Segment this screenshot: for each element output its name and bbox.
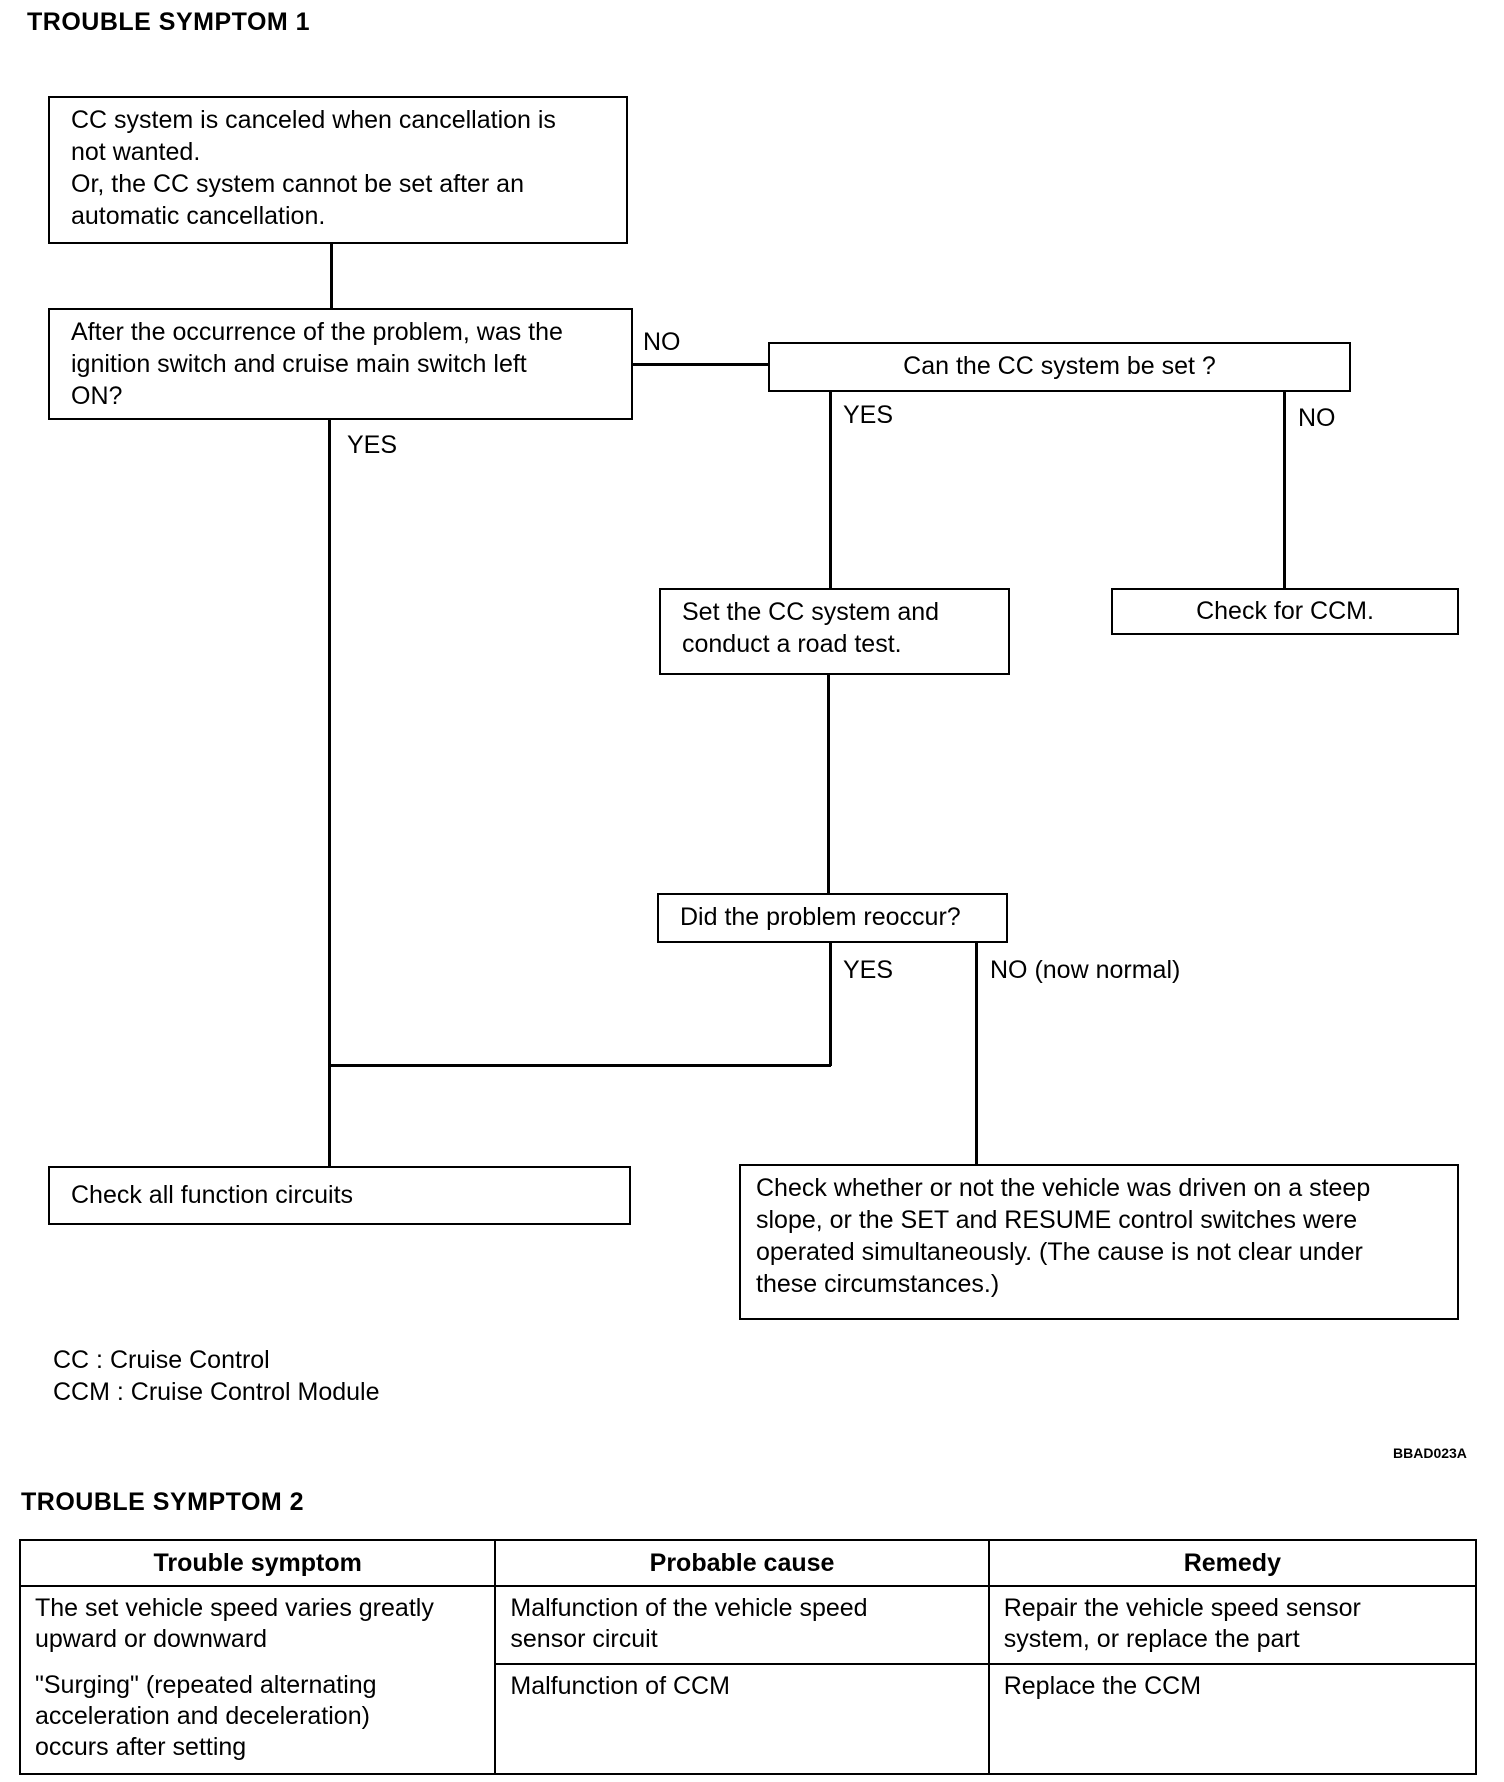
cell-line: system, or replace the part <box>1003 1625 1300 1653</box>
cell-line: occurs after setting <box>35 1733 247 1761</box>
symptom2-heading: TROUBLE SYMPTOM 2 <box>21 1488 305 1516</box>
column-header: Trouble symptom <box>18 1539 497 1587</box>
cell-line: upward or downward <box>35 1625 268 1653</box>
set-road-test-line: Set the CC system and <box>682 598 940 626</box>
ignition-question-line: ignition switch and cruise main switch l… <box>71 350 527 378</box>
ignition-question-box: After the occurrence of the problem, was… <box>48 308 633 420</box>
can-set-question-box: Can the CC system be set ? <box>768 342 1351 392</box>
legend-ccm: CCM : Cruise Control Module <box>53 1378 380 1406</box>
check-circuits-box: Check all function circuits <box>48 1166 631 1225</box>
table-header-row: Trouble symptom Probable cause Remedy <box>18 1539 1478 1587</box>
reoccur-question-text: Did the problem reoccur? <box>680 903 961 931</box>
symptom-cell: "Surging" (repeated alternating accelera… <box>18 1664 497 1775</box>
connector-start-to-ignition <box>330 243 333 308</box>
check-circuits-text: Check all function circuits <box>71 1181 354 1209</box>
set-road-test-line: conduct a road test. <box>682 630 902 658</box>
column-header: Probable cause <box>494 1539 990 1587</box>
table-row: "Surging" (repeated alternating accelera… <box>18 1663 1478 1775</box>
cell-line: The set vehicle speed varies greatly <box>35 1594 434 1622</box>
ignition-no-label: NO <box>643 328 681 356</box>
start-box-line: CC system is canceled when cancellation … <box>71 106 556 134</box>
reoccur-question-box: Did the problem reoccur? <box>657 893 1008 943</box>
ignition-question-line: After the occurrence of the problem, was… <box>71 318 563 346</box>
cell-line: Replace the CCM <box>1003 1672 1202 1700</box>
check-slope-line: Check whether or not the vehicle was dri… <box>756 1174 1371 1202</box>
check-slope-line: slope, or the SET and RESUME control swi… <box>756 1206 1358 1234</box>
remedy-cell: Replace the CCM <box>987 1663 1478 1775</box>
connector-can-set-no <box>1283 391 1286 590</box>
check-slope-line: operated simultaneously. (The cause is n… <box>756 1238 1363 1266</box>
check-ccm-text: Check for CCM. <box>1196 597 1374 625</box>
set-road-test-box: Set the CC system and conduct a road tes… <box>659 588 1010 675</box>
cell-line: Malfunction of the vehicle speed <box>510 1594 868 1622</box>
check-ccm-box: Check for CCM. <box>1111 588 1459 635</box>
symptom2-table: Trouble symptom Probable cause Remedy Th… <box>18 1539 1478 1775</box>
connector-ignition-no <box>632 363 770 366</box>
start-box: CC system is canceled when cancellation … <box>48 96 628 244</box>
remedy-cell: Repair the vehicle speed sensor system, … <box>987 1585 1478 1665</box>
cell-line: Repair the vehicle speed sensor <box>1003 1594 1361 1622</box>
cause-cell: Malfunction of CCM <box>494 1663 990 1775</box>
connector-reoccur-yes-join <box>328 1064 831 1067</box>
cell-line: sensor circuit <box>510 1625 658 1653</box>
cell-line: acceleration and deceleration) <box>35 1702 370 1730</box>
symptom-cell: The set vehicle speed varies greatly upw… <box>18 1585 497 1664</box>
can-set-no-label: NO <box>1298 404 1336 432</box>
reoccur-yes-label: YES <box>843 956 894 984</box>
start-box-line: not wanted. <box>71 138 201 166</box>
cause-cell: Malfunction of the vehicle speed sensor … <box>494 1585 990 1665</box>
column-header: Remedy <box>987 1539 1478 1587</box>
check-slope-box: Check whether or not the vehicle was dri… <box>739 1164 1459 1320</box>
start-box-line: Or, the CC system cannot be set after an <box>71 170 524 198</box>
legend-cc: CC : Cruise Control <box>53 1346 270 1374</box>
figure-code: BBAD023A <box>1393 1445 1467 1461</box>
can-set-question-text: Can the CC system be set ? <box>903 352 1216 380</box>
abbreviation-legend: CC : Cruise Control CCM : Cruise Control… <box>53 1344 380 1408</box>
connector-ignition-yes <box>328 420 331 1168</box>
start-box-line: automatic cancellation. <box>71 202 326 230</box>
reoccur-no-label: NO (now normal) <box>990 956 1181 984</box>
ignition-question-line: ON? <box>71 382 123 410</box>
check-slope-line: these circumstances.) <box>756 1270 1000 1298</box>
cell-line: "Surging" (repeated alternating <box>35 1671 377 1699</box>
table-row: The set vehicle speed varies greatly upw… <box>18 1585 1478 1665</box>
symptom1-heading: TROUBLE SYMPTOM 1 <box>27 8 311 36</box>
ignition-yes-label: YES <box>347 431 398 459</box>
connector-reoccur-yes <box>829 943 832 1066</box>
cell-line: Malfunction of CCM <box>510 1672 730 1700</box>
connector-can-set-yes <box>829 391 832 590</box>
connector-road-test-to-reoccur <box>827 675 830 894</box>
connector-reoccur-no <box>975 943 978 1165</box>
can-set-yes-label: YES <box>843 401 894 429</box>
